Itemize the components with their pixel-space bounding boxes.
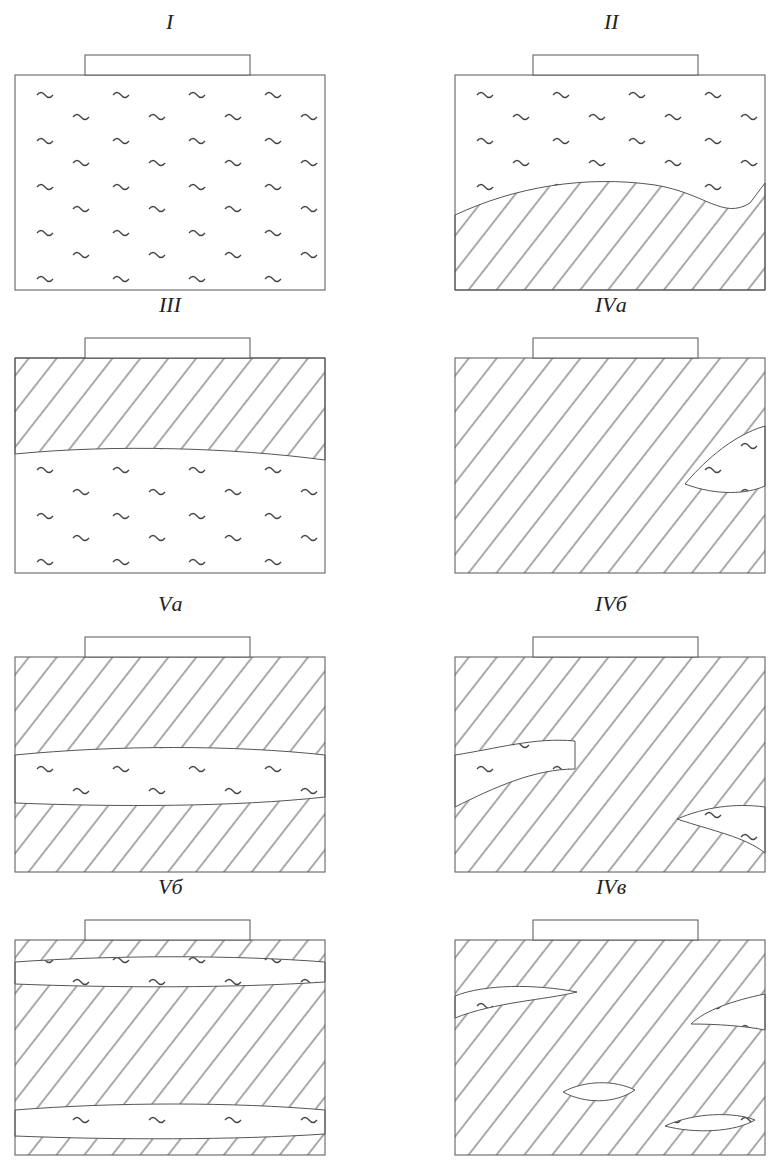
soil-panel	[455, 338, 765, 573]
panel-label: IVб	[595, 593, 627, 615]
panel-label: IVв	[596, 876, 626, 898]
panel-label: III	[159, 294, 181, 316]
panel-label: IVа	[595, 294, 627, 316]
soil-panel	[15, 55, 325, 290]
panel-label: Vб	[158, 876, 183, 898]
soil-panel	[15, 637, 325, 872]
soil-panel	[15, 338, 325, 573]
soil-panel	[15, 920, 325, 1155]
soil-panel	[455, 637, 765, 872]
soil-panel	[455, 920, 765, 1155]
panel-label: II	[604, 11, 619, 33]
soil-panel	[455, 55, 765, 290]
panel-label: I	[166, 11, 173, 33]
panel-label: Vа	[158, 593, 182, 615]
